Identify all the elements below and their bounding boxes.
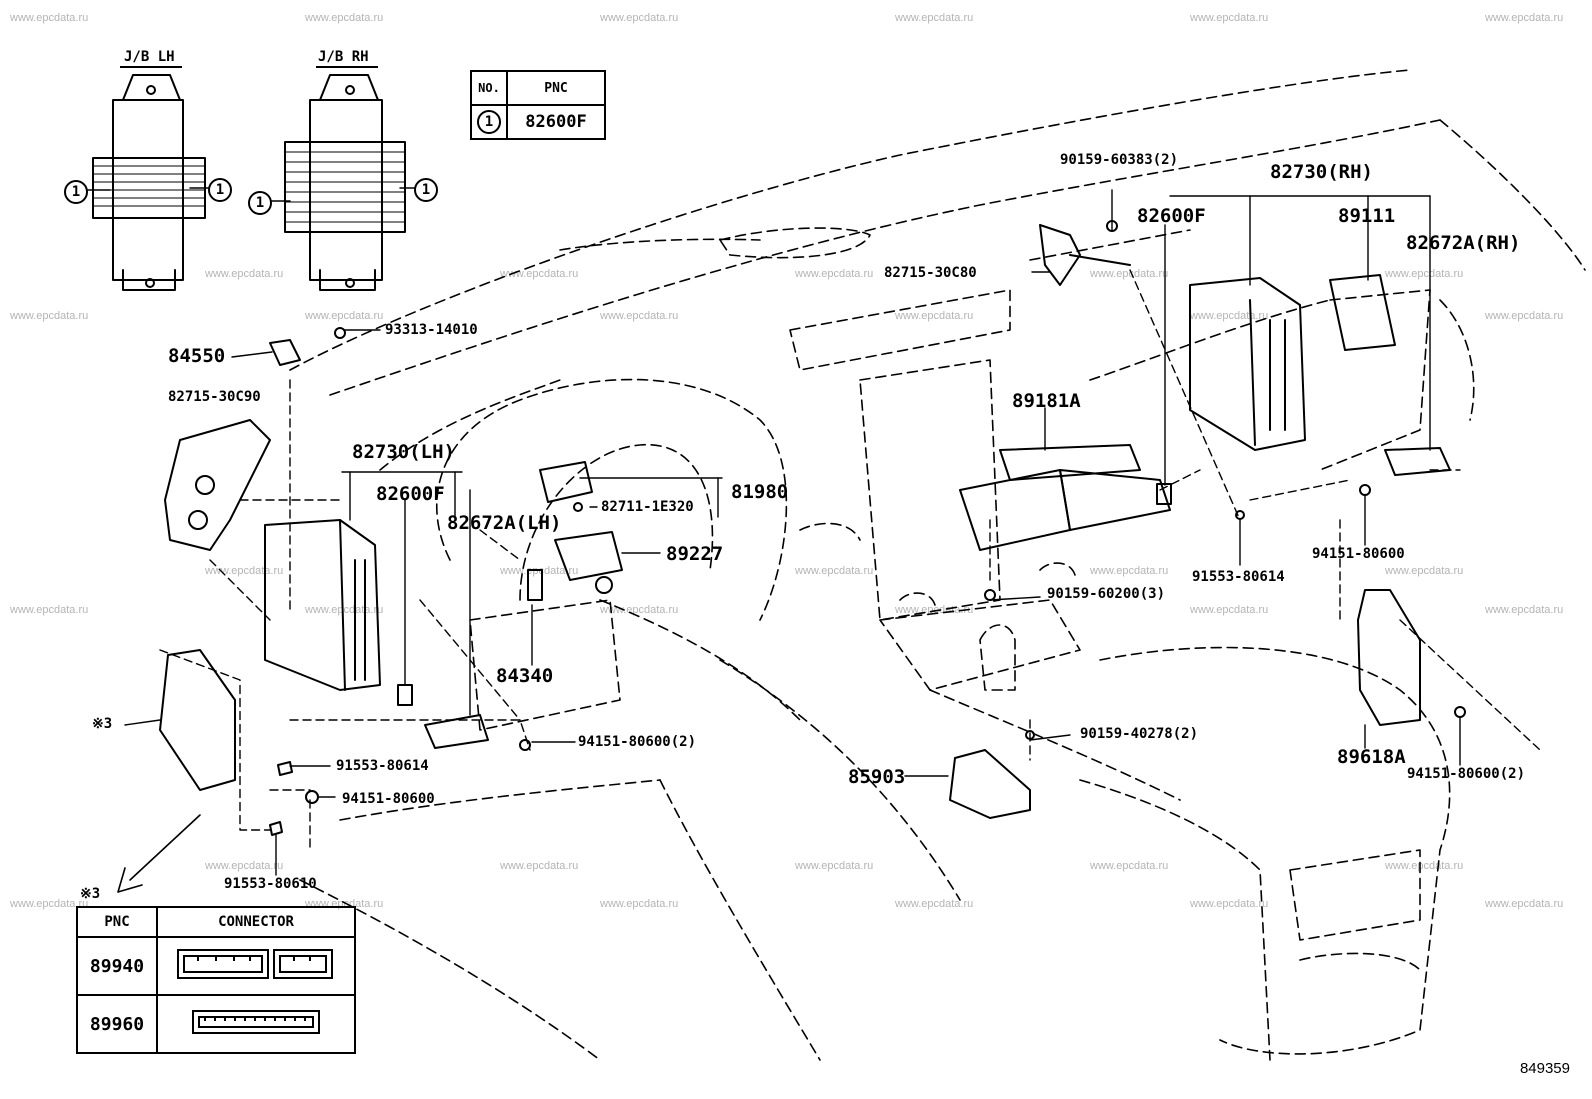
watermark-text: www.epcdata.ru <box>1190 12 1269 24</box>
jb-rh-underline <box>316 66 378 68</box>
jb-lh-callout-left: 1 <box>64 180 88 204</box>
legend-table: NO. PNC 1 82600F <box>470 70 606 140</box>
watermark-text: www.epcdata.ru <box>795 565 874 577</box>
legend-col-pnc: PNC <box>506 70 606 106</box>
watermark-text: www.epcdata.ru <box>600 310 679 322</box>
part-label: 82715-30C90 <box>168 389 261 405</box>
watermark-text: www.epcdata.ru <box>10 604 89 616</box>
part-label: 85903 <box>848 766 906 788</box>
watermark-text: www.epcdata.ru <box>1485 604 1564 616</box>
watermark-text: www.epcdata.ru <box>1385 268 1464 280</box>
connector-shape <box>156 936 356 996</box>
part-label: 82600F <box>1137 205 1206 227</box>
watermark-text: www.epcdata.ru <box>895 12 974 24</box>
part-label: 90159-40278(2) <box>1080 726 1199 742</box>
connector-table: PNC CONNECTOR 89940 89960 <box>76 906 356 1054</box>
connector-col-connector: CONNECTOR <box>156 906 356 938</box>
part-label: 82672A(RH) <box>1406 232 1521 254</box>
watermark-text: www.epcdata.ru <box>10 898 89 910</box>
watermark-text: www.epcdata.ru <box>1090 860 1169 872</box>
part-label: 81980 <box>731 481 789 503</box>
part-label: 91553-80610 <box>224 876 317 892</box>
part-label: 84550 <box>168 345 226 367</box>
part-label: 84340 <box>496 665 554 687</box>
jb-lh-drawing <box>92 74 206 291</box>
part-label: 91553-80614 <box>336 758 429 774</box>
part-label: 82730(LH) <box>352 441 455 463</box>
connector-row-pnc: 89940 <box>76 936 158 996</box>
jb-rh-callout-right: 1 <box>414 178 438 202</box>
figure-number: 849359 <box>1519 1060 1570 1077</box>
jb-rh-drawing <box>284 74 406 291</box>
watermark-text: www.epcdata.ru <box>795 268 874 280</box>
connector-shape <box>156 994 356 1054</box>
watermark-text: www.epcdata.ru <box>1190 898 1269 910</box>
part-label: 93313-14010 <box>385 322 478 338</box>
watermark-text: www.epcdata.ru <box>205 860 284 872</box>
watermark-text: www.epcdata.ru <box>10 310 89 322</box>
watermark-text: www.epcdata.ru <box>1385 860 1464 872</box>
jb-lh-underline <box>120 66 182 68</box>
part-label: 94151-80600(2) <box>578 734 697 750</box>
legend-col-no: NO. <box>470 70 508 106</box>
watermark-text: www.epcdata.ru <box>1485 310 1564 322</box>
watermark-text: www.epcdata.ru <box>895 898 974 910</box>
watermark-text: www.epcdata.ru <box>205 268 284 280</box>
part-label: 82715-30C80 <box>884 265 977 281</box>
part-label: 82672A(LH) <box>447 512 562 534</box>
part-label: 89181A <box>1012 390 1081 412</box>
watermark-text: www.epcdata.ru <box>895 310 974 322</box>
jb-rh-callout-left: 1 <box>248 191 272 215</box>
watermark-text: www.epcdata.ru <box>600 12 679 24</box>
jb-lh-title: J/B LH <box>124 49 175 65</box>
watermark-text: www.epcdata.ru <box>1190 310 1269 322</box>
part-label: 89618A <box>1337 746 1406 768</box>
watermark-text: www.epcdata.ru <box>305 604 384 616</box>
watermark-text: www.epcdata.ru <box>600 898 679 910</box>
jb-lh-callout-right: 1 <box>208 178 232 202</box>
part-label: 82711-1E320 <box>601 499 694 515</box>
part-label: ※3 <box>92 716 113 732</box>
part-label: 89227 <box>666 543 724 565</box>
part-label: 82600F <box>376 483 445 505</box>
watermark-text: www.epcdata.ru <box>1485 12 1564 24</box>
part-label: 90159-60200(3) <box>1047 586 1166 602</box>
watermark-text: www.epcdata.ru <box>10 12 89 24</box>
connector-table-note: ※3 <box>80 886 101 902</box>
lh-parts <box>159 327 531 836</box>
watermark-text: www.epcdata.ru <box>1190 604 1269 616</box>
jb-rh-title: J/B RH <box>318 49 369 65</box>
label-leaders <box>124 189 1461 876</box>
watermark-text: www.epcdata.ru <box>1485 898 1564 910</box>
watermark-text: www.epcdata.ru <box>1090 565 1169 577</box>
part-label: 89111 <box>1338 205 1396 227</box>
part-label: 90159-60383(2) <box>1060 152 1179 168</box>
watermark-text: www.epcdata.ru <box>305 12 384 24</box>
rh-parts <box>1039 220 1466 726</box>
note-arrow <box>117 814 201 893</box>
connector-col-pnc: PNC <box>76 906 158 938</box>
part-label: 91553-80614 <box>1192 569 1285 585</box>
center-parts <box>527 444 1171 819</box>
watermark-text: www.epcdata.ru <box>1385 565 1464 577</box>
watermark-text: www.epcdata.ru <box>1090 268 1169 280</box>
connector-row-pnc: 89960 <box>76 994 158 1054</box>
part-label: 94151-80600 <box>1312 546 1405 562</box>
watermark-text: www.epcdata.ru <box>305 310 384 322</box>
part-label: 82730(RH) <box>1270 161 1373 183</box>
part-label: 94151-80600(2) <box>1407 766 1526 782</box>
jb-callout-leaders <box>87 187 416 202</box>
watermark-text: www.epcdata.ru <box>500 860 579 872</box>
legend-row-pnc: 82600F <box>506 104 606 140</box>
watermark-text: www.epcdata.ru <box>600 604 679 616</box>
legend-row-no: 1 <box>470 104 508 140</box>
dashboard-outline <box>289 69 1586 1061</box>
part-label: 94151-80600 <box>342 791 435 807</box>
watermark-text: www.epcdata.ru <box>795 860 874 872</box>
